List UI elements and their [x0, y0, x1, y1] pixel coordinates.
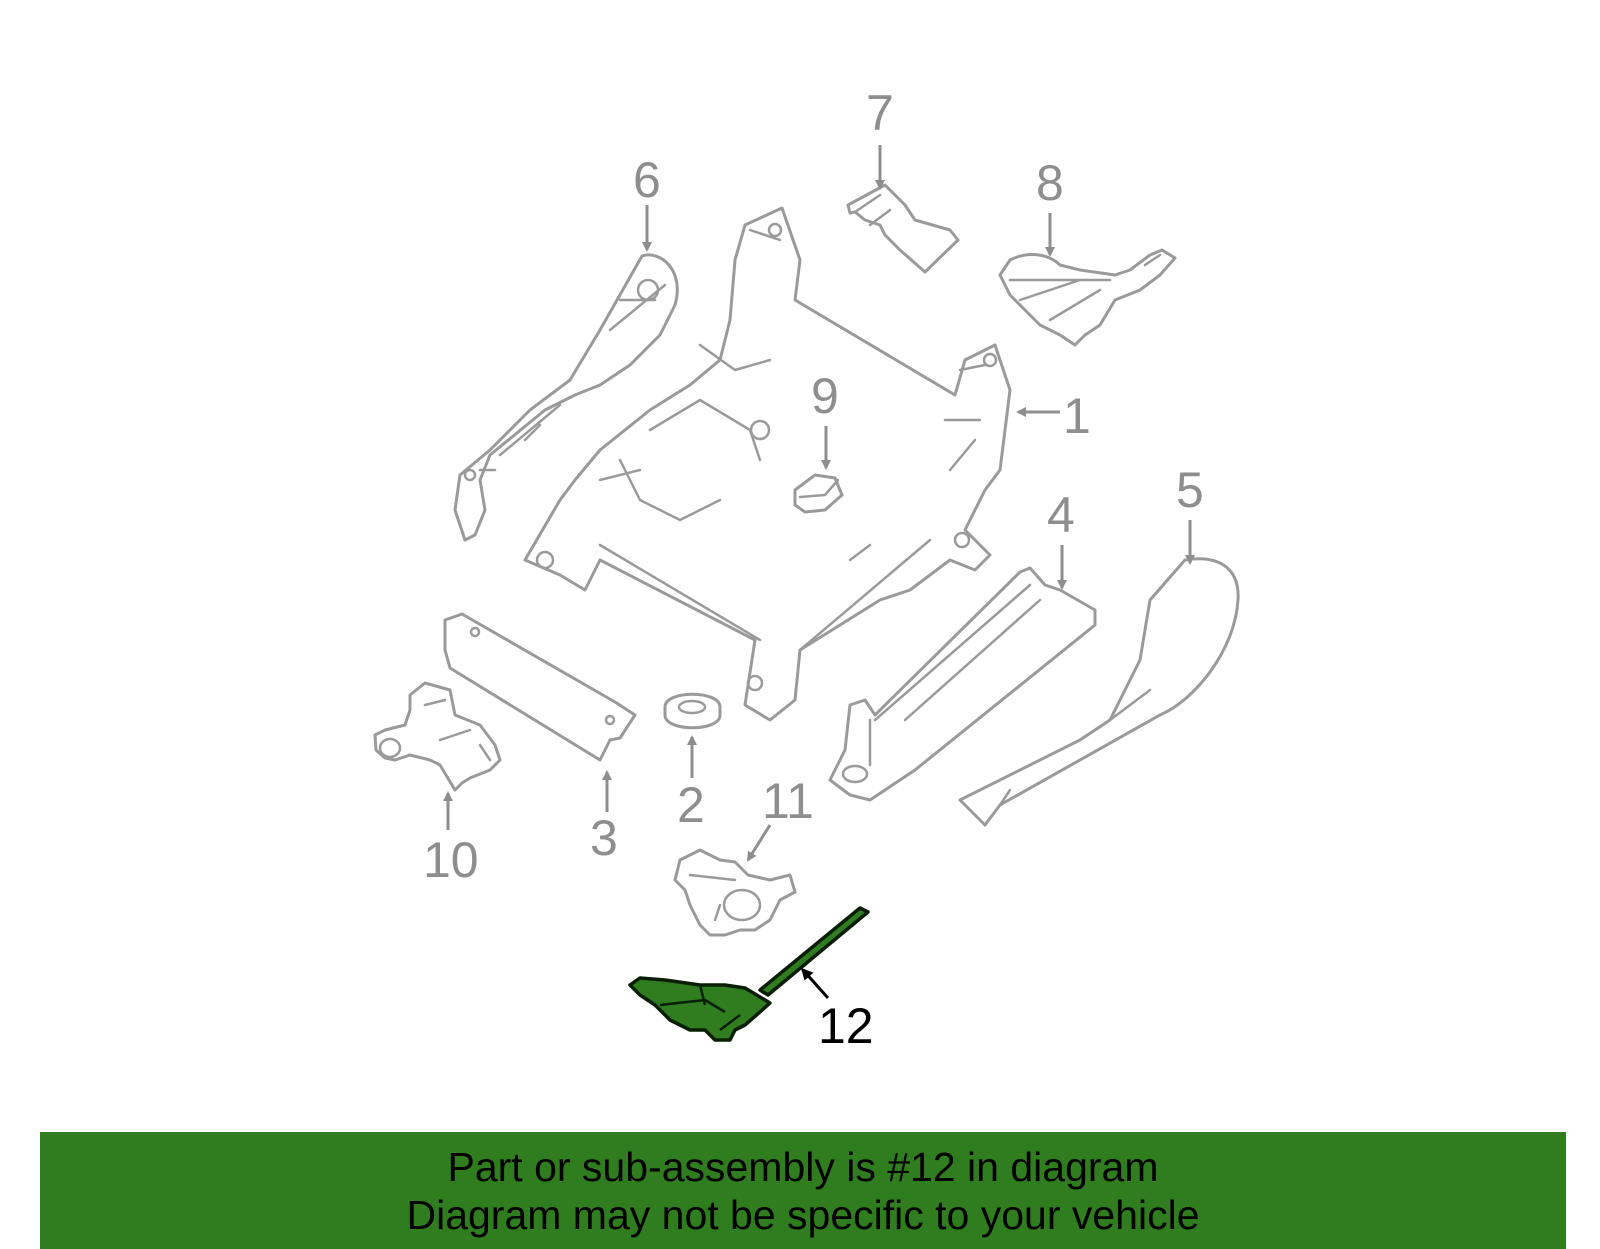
part-12-highlighted — [628, 906, 870, 1042]
callout-12: 12 — [818, 998, 874, 1054]
callout-4: 4 — [1047, 487, 1075, 543]
part-3-bar — [443, 612, 637, 762]
callout-9: 9 — [811, 368, 839, 424]
leader-11 — [746, 824, 772, 862]
callout-2: 2 — [677, 777, 705, 833]
callout-7: 7 — [866, 85, 894, 141]
callout-3: 3 — [590, 810, 618, 866]
callout-5: 5 — [1176, 462, 1204, 518]
info-banner: Part or sub-assembly is #12 in diagram D… — [40, 1132, 1566, 1249]
part-7-bracket — [846, 183, 960, 274]
part-9-block — [793, 473, 844, 514]
part-2-washer — [663, 692, 722, 730]
part-10-motor — [373, 681, 502, 792]
banner-line-2: Diagram may not be specific to your vehi… — [406, 1191, 1200, 1238]
banner-line-1: Part or sub-assembly is #12 in diagram — [447, 1143, 1159, 1190]
callout-1: 1 — [1063, 388, 1091, 444]
part-5-shield — [958, 557, 1240, 827]
part-8-harness — [998, 248, 1177, 347]
leader-12 — [801, 967, 830, 999]
part-6-recliner — [453, 253, 679, 542]
part-4-track — [828, 566, 1097, 802]
part-11-motor — [673, 848, 797, 937]
callout-11: 11 — [762, 773, 814, 829]
callout-10: 10 — [423, 832, 479, 888]
parts-diagram: 1 2 3 4 5 6 7 8 9 10 11 12 — [373, 85, 1240, 1054]
callout-6: 6 — [633, 152, 661, 208]
part-1-seat-frame — [523, 206, 1012, 722]
callout-8: 8 — [1036, 155, 1064, 211]
